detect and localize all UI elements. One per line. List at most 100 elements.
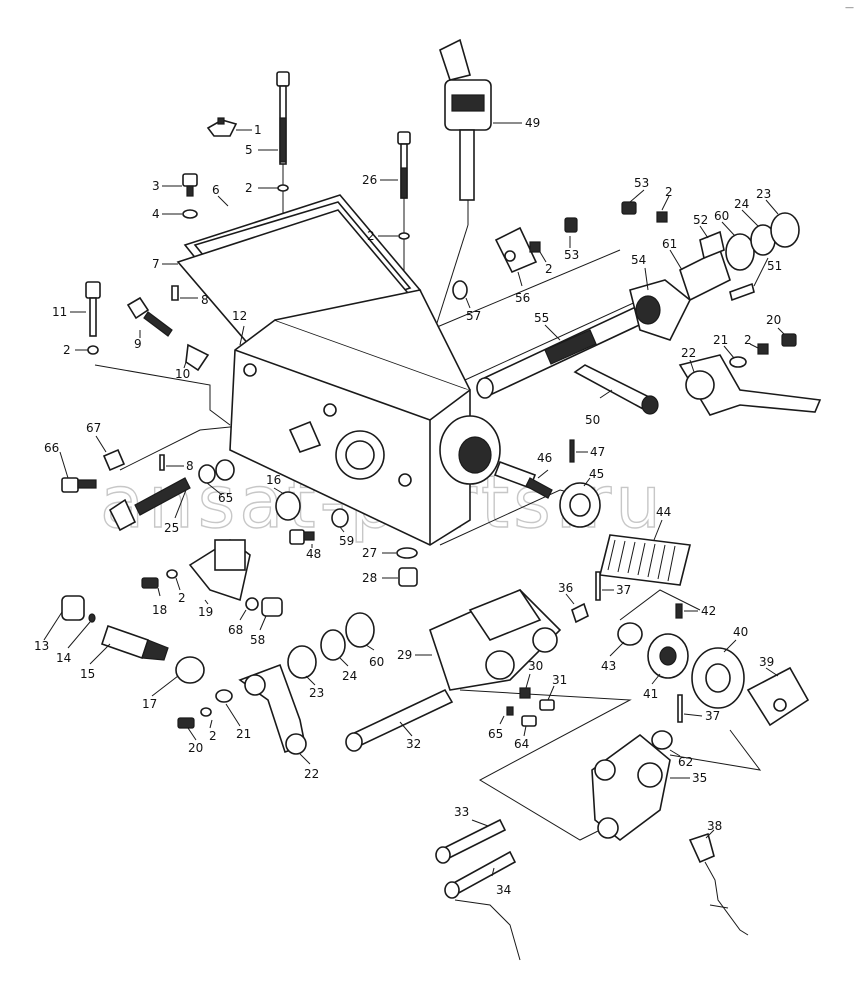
part-33-pin: [435, 818, 507, 864]
callout-66: 66: [44, 441, 59, 455]
callout-17: 17: [142, 697, 157, 711]
callout-2c: 2: [367, 229, 375, 243]
callout-52: 52: [693, 213, 708, 227]
callout-24b: 24: [342, 669, 357, 683]
part-66-bolt: [61, 477, 97, 493]
corner-mark: —: [845, 3, 854, 13]
part-53-bolt-b: [564, 217, 578, 233]
callout-43: 43: [601, 659, 616, 673]
part-2-washer-c: [398, 232, 410, 240]
part-2-washer-h: [200, 707, 212, 717]
callout-2g: 2: [178, 591, 186, 605]
part-57-oring: [452, 280, 468, 300]
callout-25: 25: [164, 521, 179, 535]
callout-15: 15: [80, 667, 95, 681]
part-27-washer: [396, 547, 418, 559]
callout-39: 39: [759, 655, 774, 669]
part-55-shaft: [476, 303, 652, 399]
callout-60a: 60: [714, 209, 729, 223]
callout-44: 44: [656, 505, 671, 519]
part-28-plug: [398, 567, 418, 587]
callout-20b: 20: [188, 741, 203, 755]
part-48-bolt: [289, 529, 315, 545]
part-34-pin: [444, 850, 521, 961]
callout-59: 59: [339, 534, 354, 548]
part-43-washer: [617, 622, 643, 646]
callout-36: 36: [558, 581, 573, 595]
callout-2: 2: [245, 181, 253, 195]
callout-6: 6: [212, 183, 220, 197]
part-5-long-bolt: [276, 71, 290, 165]
callout-2f: 2: [744, 333, 752, 347]
callout-33: 33: [454, 805, 469, 819]
callout-9: 9: [134, 337, 142, 351]
callout-62: 62: [678, 755, 693, 769]
part-37-cotter-pin-a: [595, 571, 601, 601]
callout-53a: 53: [634, 176, 649, 190]
part-21-washer-a: [729, 356, 747, 368]
part-67-lock-plate: [102, 448, 126, 472]
part-2-washer-g: [166, 569, 178, 579]
part-23-bushing-a: [770, 212, 800, 248]
part-4-washer: [182, 209, 198, 219]
part-56-flange: [494, 226, 538, 274]
callout-42: 42: [701, 604, 716, 618]
part-47-pin: [569, 439, 575, 463]
callout-53b: 53: [564, 248, 579, 262]
part-62-washer: [651, 730, 673, 750]
part-20-bolt-a: [781, 333, 797, 347]
callouts: 1 5 2 3 4 6 7 8 11 9 2 10 12 26 2 49 53 …: [34, 116, 785, 897]
part-22-lever-b: [238, 663, 307, 755]
part-19-arm: [188, 539, 251, 602]
part-49-valve: [439, 38, 492, 201]
part-59-oring: [331, 508, 349, 528]
part-35-bracket: [591, 733, 671, 842]
part-65-oring-b: [506, 706, 514, 716]
callout-23b: 23: [309, 686, 324, 700]
part-31-bolt: [539, 699, 555, 711]
callout-8b: 8: [186, 459, 194, 473]
part-32-pin: [345, 688, 454, 752]
callout-11: 11: [52, 305, 67, 319]
callout-50: 50: [585, 413, 600, 427]
callout-40: 40: [733, 625, 748, 639]
part-2-nut-e: [656, 211, 668, 223]
part-46-shaft: [493, 460, 553, 499]
callout-21a: 21: [713, 333, 728, 347]
callout-18: 18: [152, 603, 167, 617]
callout-29: 29: [397, 648, 412, 662]
callout-35: 35: [692, 771, 707, 785]
part-11-bolt: [85, 281, 101, 337]
callout-10: 10: [175, 367, 190, 381]
part-29-bracket: [429, 589, 562, 691]
part-53-bolt-a: [621, 201, 637, 215]
callout-55: 55: [534, 311, 549, 325]
callout-3: 3: [152, 179, 160, 193]
part-30-nut: [519, 687, 531, 699]
callout-2h: 2: [209, 729, 217, 743]
part-64-bolt: [521, 715, 537, 727]
part-20-bolt-b: [177, 717, 195, 729]
callout-4: 4: [152, 207, 160, 221]
callout-38: 38: [707, 819, 722, 833]
part-23-bushing-b: [287, 645, 317, 679]
callout-22b: 22: [304, 767, 319, 781]
part-45-collar: [559, 482, 601, 528]
callout-26: 26: [362, 173, 377, 187]
part-65-oring-a: [198, 464, 216, 484]
callout-22a: 22: [681, 346, 696, 360]
callout-49: 49: [525, 116, 540, 130]
part-58-cap: [261, 597, 283, 617]
part-42-key: [675, 603, 683, 619]
part-17-clip: [175, 656, 205, 684]
part-16-flange: [275, 420, 322, 521]
part-15-valve: [100, 624, 169, 661]
part-50-pin: [573, 364, 659, 415]
part-37-cotter-pin-b: [677, 694, 683, 723]
part-24-ring-b: [320, 629, 346, 661]
callout-13: 13: [34, 639, 49, 653]
part-9-breather-bolt: [126, 296, 173, 337]
part-26-bolt: [397, 131, 411, 199]
part-51-pin: [729, 282, 755, 302]
